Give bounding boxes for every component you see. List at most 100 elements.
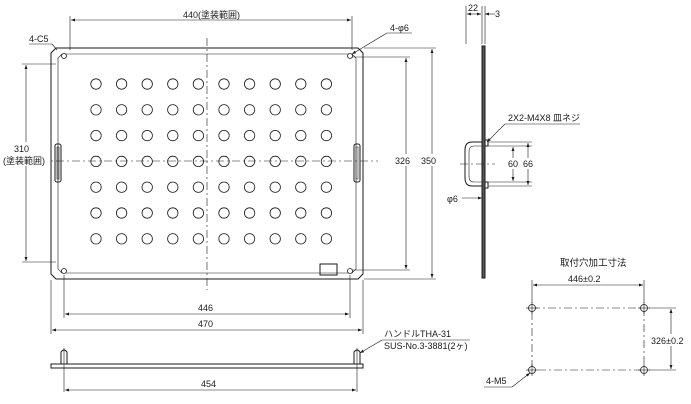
perforation-hole: [90, 233, 102, 245]
mount-height-label: 326±0.2: [651, 336, 683, 346]
perforation-hole: [320, 155, 332, 167]
perforation-hole: [192, 130, 204, 142]
perforation-hole: [295, 104, 307, 116]
perforation-hole: [269, 155, 281, 167]
perforation-hole: [90, 207, 102, 219]
mount-hole: [526, 364, 538, 376]
perforation-hole: [269, 104, 281, 116]
perforation-hole: [269, 181, 281, 193]
dim-470-label: 470: [198, 319, 213, 329]
perforation-hole: [295, 155, 307, 167]
corner-hole: [61, 268, 67, 274]
right-handle-inner: [355, 146, 359, 180]
perforation-hole: [141, 207, 153, 219]
dim-310-label: 310: [14, 144, 29, 154]
perforation-hole: [295, 78, 307, 90]
perforation-hole: [320, 130, 332, 142]
mounting-detail-title: 取付穴加工寸法: [560, 257, 627, 269]
perforation-hole: [244, 233, 256, 245]
mount-hole: [638, 302, 650, 314]
perforation-hole: [90, 181, 102, 193]
perforation-hole: [116, 130, 128, 142]
screw-head-bottom: [484, 181, 489, 189]
front-view: 440(塗装範囲) 4-C5 4-φ6 310 (塗装範囲) 326 350 4…: [2, 9, 442, 334]
dim-440-label: 440(塗装範囲): [183, 9, 240, 20]
left-handle: [54, 143, 62, 183]
perforation-hole: [218, 181, 230, 193]
perforation-hole: [141, 181, 153, 193]
mount-hole: [638, 364, 650, 376]
perforation-hole: [141, 130, 153, 142]
perforation-hole: [116, 155, 128, 167]
perforation-hole: [269, 78, 281, 90]
perforation-hole: [141, 78, 153, 90]
corner-chamfer-label: 4-C5: [29, 34, 49, 44]
mounting-outline: [531, 307, 645, 371]
perforation-hole: [320, 104, 332, 116]
perforation-hole: [218, 207, 230, 219]
dim-326-label: 326: [395, 156, 410, 166]
handle-part-label: ハンドルTHA-31: [384, 329, 451, 339]
perforation-hole: [218, 155, 230, 167]
perforation-hole: [167, 78, 179, 90]
perforation-hole: [90, 130, 102, 142]
perforation-hole: [116, 104, 128, 116]
dim-350-label: 350: [421, 156, 436, 166]
perforation-hole: [90, 104, 102, 116]
perforation-hole: [116, 181, 128, 193]
dim-3-label: 3: [495, 9, 500, 19]
perforation-hole: [218, 130, 230, 142]
perforation-hole: [295, 233, 307, 245]
perforation-hole: [269, 233, 281, 245]
dim-446-label: 446: [198, 303, 213, 313]
screw-head-top: [484, 139, 489, 147]
perforation-hole: [167, 233, 179, 245]
perforation-hole: [269, 207, 281, 219]
handle-spec-label: SUS-No.3-3881(2ヶ): [384, 341, 468, 351]
perforation-hole: [90, 78, 102, 90]
perforation-hole: [295, 207, 307, 219]
perforation-hole: [320, 181, 332, 193]
mount-hole: [526, 302, 538, 314]
perforation-hole: [269, 130, 281, 142]
perforation-hole: [116, 233, 128, 245]
perforation-hole: [244, 207, 256, 219]
perforation-hole: [192, 104, 204, 116]
perforation-hole: [167, 104, 179, 116]
perforation-hole: [90, 155, 102, 167]
mounting-detail: 取付穴加工寸法 446±0.2 326±0.2 4-M5: [484, 257, 691, 388]
perforation-hole: [218, 233, 230, 245]
perforation-holes: [90, 78, 332, 245]
mount-hole-label: 4-M5: [486, 376, 507, 386]
perforation-hole: [244, 181, 256, 193]
dim-66-label: 66: [523, 159, 533, 169]
screw-spec-label: 2X2-M4X8 皿ネジ: [508, 113, 580, 123]
perforation-hole: [116, 78, 128, 90]
hole-count-label: 4-φ6: [390, 23, 409, 33]
perforation-hole: [167, 155, 179, 167]
dim-454-label: 454: [201, 379, 216, 389]
perforation-hole: [320, 78, 332, 90]
perforation-hole: [320, 207, 332, 219]
dim-22-label: 22: [468, 3, 478, 13]
perforation-hole: [295, 130, 307, 142]
corner-hole: [347, 53, 353, 59]
perforation-hole: [295, 181, 307, 193]
perforation-hole: [320, 233, 332, 245]
perforation-hole: [244, 78, 256, 90]
dim-60-label: 60: [508, 159, 518, 169]
perforation-hole: [218, 104, 230, 116]
dim-phi6-label: φ6: [447, 194, 458, 204]
left-handle-inner: [56, 146, 60, 180]
perforation-hole: [192, 233, 204, 245]
perforation-hole: [116, 207, 128, 219]
corner-hole: [61, 53, 67, 59]
mount-width-label: 446±0.2: [568, 274, 600, 284]
perforation-hole: [192, 207, 204, 219]
perforation-hole: [218, 78, 230, 90]
perforation-hole: [192, 155, 204, 167]
dim-310-note: (塗装範囲): [3, 155, 45, 166]
perforation-hole: [141, 233, 153, 245]
perforation-hole: [192, 78, 204, 90]
